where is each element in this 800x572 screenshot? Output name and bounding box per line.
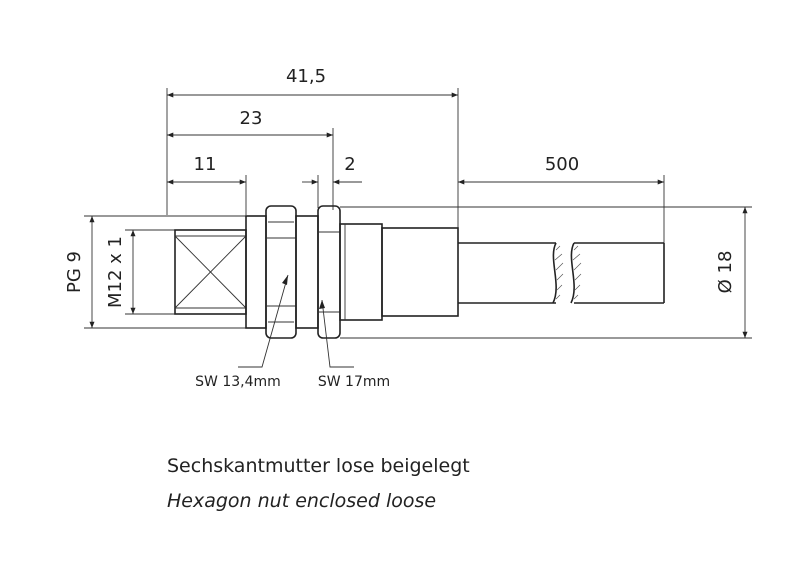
wrench-leaders [238, 274, 354, 368]
connector-body [174, 205, 459, 339]
note-german: Sechskantmutter lose beigelegt [167, 455, 470, 477]
large-nut-wrench-label: SW 17mm [318, 374, 390, 390]
nut-gap-label: 2 [344, 154, 355, 175]
thread-length-label: 11 [194, 154, 217, 175]
cable [458, 242, 665, 304]
note-english: Hexagon nut enclosed loose [167, 490, 436, 512]
pg-thread-label: PG 9 [64, 251, 85, 293]
small-nut-wrench-label: SW 13,4mm [195, 374, 281, 390]
cable-diameter-label: Ø 18 [715, 251, 736, 294]
overall-length-label: 41,5 [286, 66, 326, 87]
cable-length-label: 500 [545, 154, 579, 175]
to-nut-length-label: 23 [240, 108, 263, 129]
m12-thread-label: M12 x 1 [105, 236, 126, 308]
dimension-lines [84, 88, 752, 339]
